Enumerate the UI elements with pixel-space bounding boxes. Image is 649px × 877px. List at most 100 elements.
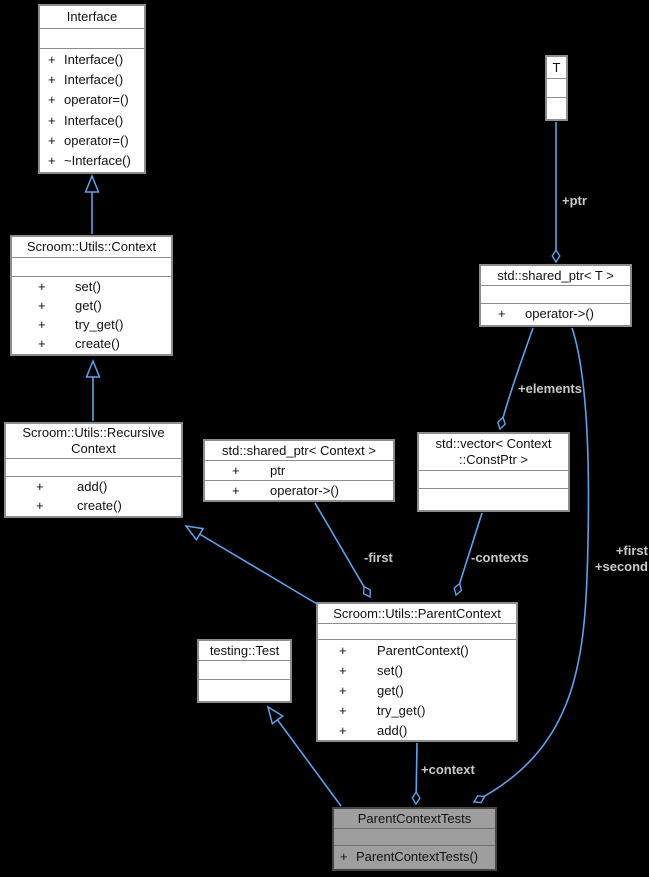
method-name: ParentContext() bbox=[377, 642, 469, 658]
method-row: + operator=() bbox=[40, 90, 144, 110]
class-box-scroom-utils-context[interactable]: Scroom::Utils::Context +set() +get() +tr… bbox=[10, 235, 173, 356]
edge-label-first-line: +first bbox=[615, 543, 648, 558]
method-name: Interface() bbox=[64, 71, 124, 87]
class-title: Scroom::Utils::Recursive Context bbox=[6, 424, 181, 459]
method-name: try_get() bbox=[377, 702, 426, 718]
methods-section: + ParentContextTests() bbox=[334, 846, 495, 867]
methods-section-empty bbox=[547, 98, 566, 119]
method-name: add() bbox=[77, 479, 108, 494]
method-row: +create() bbox=[6, 496, 181, 515]
method-name: Interface() bbox=[64, 112, 124, 128]
methods-section: +set() +get() +try_get() +create() bbox=[12, 277, 171, 353]
visibility: + bbox=[38, 298, 46, 313]
method-row: + try_get() bbox=[318, 700, 516, 720]
class-title: T bbox=[547, 57, 566, 79]
method-row: +get() bbox=[318, 680, 516, 700]
edge-aggregation-first bbox=[314, 502, 370, 597]
method-name: get() bbox=[75, 298, 102, 313]
methods-section: + add() +create() bbox=[6, 477, 181, 515]
edge-label-first-second: +first +second bbox=[588, 543, 648, 575]
visibility: + bbox=[48, 132, 56, 148]
method-name: ParentContextTests() bbox=[356, 849, 479, 864]
class-box-interface[interactable]: Interface + Interface() + Interface() + ope… bbox=[38, 4, 146, 174]
edge-label-second-line: +second bbox=[594, 559, 648, 574]
attributes-section-empty bbox=[199, 661, 290, 680]
method-row: + operator->() bbox=[205, 481, 393, 500]
class-title: ParentContextTests bbox=[334, 809, 495, 829]
class-box-scroom-utils-recursivecontext[interactable]: Scroom::Utils::Recursive Context + add() … bbox=[4, 422, 183, 518]
class-box-t[interactable]: T bbox=[545, 55, 568, 121]
visibility: + bbox=[339, 642, 347, 658]
method-name: create() bbox=[75, 336, 120, 351]
method-name: set() bbox=[75, 279, 101, 294]
visibility: + bbox=[232, 483, 240, 498]
attributes-section-empty bbox=[334, 829, 495, 846]
visibility: + bbox=[48, 153, 56, 169]
visibility: + bbox=[232, 463, 240, 478]
edge-aggregation-context bbox=[416, 742, 417, 804]
visibility: + bbox=[339, 662, 347, 678]
visibility: + bbox=[498, 306, 506, 321]
attribute-row: +ptr bbox=[205, 461, 393, 480]
attributes-section: +ptr bbox=[205, 461, 393, 481]
method-row: + Interface() bbox=[40, 69, 144, 89]
method-row: +Interface() bbox=[40, 110, 144, 130]
visibility: + bbox=[339, 682, 347, 698]
attributes-section-empty bbox=[318, 624, 516, 640]
attributes-section-empty bbox=[40, 29, 144, 49]
method-row: + ~Interface() bbox=[40, 150, 144, 170]
visibility: + bbox=[48, 92, 56, 108]
method-name: create() bbox=[77, 498, 122, 513]
method-row: + ParentContextTests() bbox=[334, 846, 495, 867]
class-box-parentcontexttests[interactable]: ParentContextTests + ParentContextTests() bbox=[332, 807, 497, 871]
method-name: Interface() bbox=[64, 51, 124, 67]
visibility: + bbox=[36, 479, 44, 494]
class-title: Scroom::Utils::Context bbox=[12, 237, 171, 258]
visibility: + bbox=[38, 317, 46, 332]
methods-section: + operator->() bbox=[205, 481, 393, 500]
methods-section: + ParentContext() +set() +get() + try_get(… bbox=[318, 640, 516, 740]
method-row: + set() bbox=[12, 277, 171, 296]
method-name: ~Interface() bbox=[64, 153, 131, 169]
visibility: + bbox=[38, 279, 46, 294]
method-name: add() bbox=[377, 722, 408, 738]
attributes-section-empty bbox=[6, 459, 181, 477]
visibility: + bbox=[340, 849, 348, 864]
class-title: Interface bbox=[40, 6, 144, 29]
class-box-std-shared-ptr-context[interactable]: std::shared_ptr< Context > +ptr +operato… bbox=[203, 439, 395, 502]
class-title: testing::Test bbox=[199, 641, 290, 661]
class-title: Scroom::Utils::ParentContext bbox=[318, 604, 516, 624]
edge-inheritance-parentcontext-to-recursivecontext bbox=[186, 526, 318, 605]
visibility: + bbox=[339, 702, 347, 718]
method-row: +set() bbox=[318, 660, 516, 680]
method-row: + Interface() bbox=[40, 49, 144, 69]
attributes-section-empty bbox=[419, 471, 568, 489]
class-box-testing-test[interactable]: testing::Test bbox=[197, 639, 292, 703]
edge-label-context: +context bbox=[421, 762, 475, 777]
edge-label-ptr: +ptr bbox=[562, 193, 587, 208]
method-row: + get() bbox=[12, 296, 171, 315]
class-box-std-vector-constptr[interactable]: std::vector< Context ::ConstPtr > bbox=[417, 432, 570, 512]
method-name: operator->() bbox=[270, 483, 339, 498]
edge-label-first: -first bbox=[364, 550, 393, 565]
method-row: + add() bbox=[6, 477, 181, 496]
attributes-section-empty bbox=[12, 258, 171, 277]
class-title: std::shared_ptr< Context > bbox=[205, 441, 393, 461]
methods-section: + operator->() bbox=[481, 304, 630, 323]
visibility: + bbox=[38, 336, 46, 351]
attributes-section-empty bbox=[481, 286, 630, 304]
visibility: + bbox=[48, 51, 56, 67]
class-title: std::vector< Context ::ConstPtr > bbox=[419, 434, 568, 471]
visibility: + bbox=[48, 71, 56, 87]
class-box-scroom-utils-parentcontext[interactable]: Scroom::Utils::ParentContext + ParentCont… bbox=[316, 602, 518, 742]
method-row: +add() bbox=[318, 720, 516, 740]
class-title: std::shared_ptr< T > bbox=[481, 266, 630, 286]
edge-label-elements: +elements bbox=[518, 381, 582, 396]
method-name: operator=() bbox=[64, 132, 129, 148]
class-box-std-shared-ptr-t[interactable]: std::shared_ptr< T > + operator->() bbox=[479, 264, 632, 327]
methods-section-empty bbox=[419, 489, 568, 509]
method-name: operator=() bbox=[64, 92, 129, 108]
method-name: operator->() bbox=[525, 306, 594, 321]
edge-aggregation-elements bbox=[500, 327, 534, 429]
